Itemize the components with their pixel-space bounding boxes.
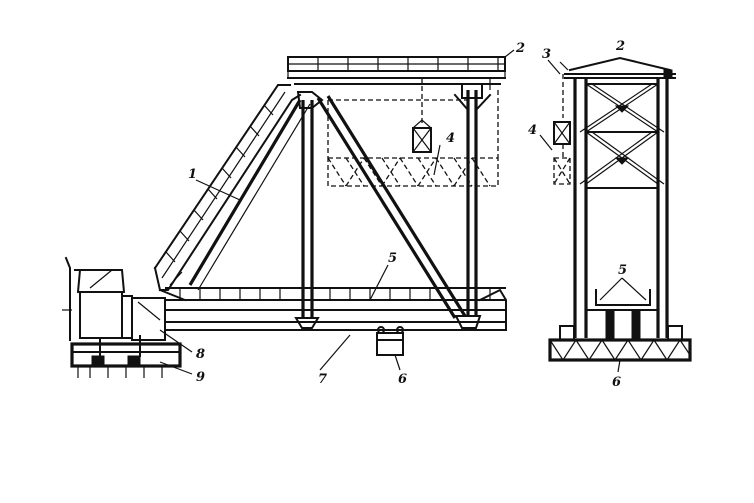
callout-2-side: 2 [515,41,525,56]
callout-1: 1 [188,167,197,182]
callout-3: 3 [542,47,551,62]
lower-walkway [165,264,507,331]
main-frame [188,83,492,319]
callout-9: 9 [196,370,205,385]
side-view [62,49,515,378]
bottom-trolley-side [376,326,404,371]
leader-2-side [504,49,515,58]
hoist-load-side [327,78,499,187]
callout-6-end: 6 [612,375,621,390]
callout-5-end: 5 [618,263,627,278]
callout-6-side: 6 [398,372,407,387]
leader-7 [319,334,351,371]
loading-station [62,256,193,378]
callout-5-side: 5 [388,251,397,266]
inclined-gallery [153,84,302,302]
callout-4-side: 4 [446,131,455,146]
callout-7: 7 [318,372,327,387]
callout-2-end: 2 [615,39,625,54]
leader-1 [195,179,241,201]
end-view [539,56,692,373]
top-platform [287,56,506,90]
callout-8: 8 [196,347,205,362]
callout-4-end: 4 [528,123,537,138]
